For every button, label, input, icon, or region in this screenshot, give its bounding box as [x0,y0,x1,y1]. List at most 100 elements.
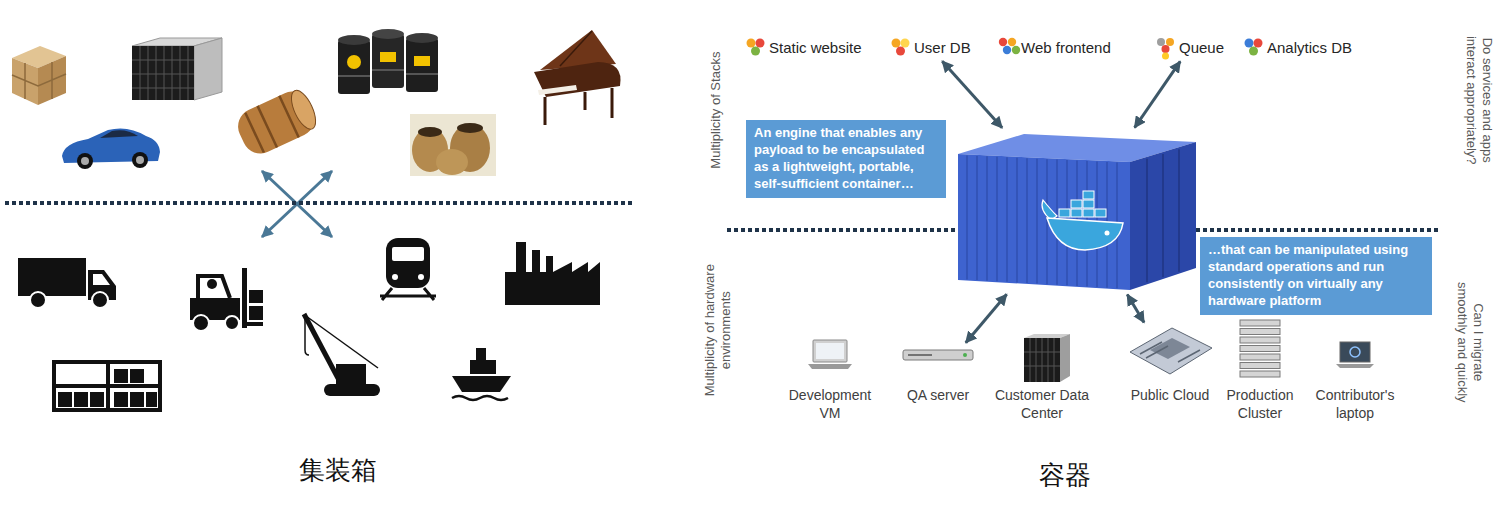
truck-icon [93,274,110,285]
axis-note: Can I migrate smoothly and quickly [1454,277,1487,407]
node-text: An engine that enables any payload to be… [754,125,938,193]
stack-icon [901,39,910,48]
cloud-board-icon [1150,338,1190,359]
cluster-icon [1240,354,1280,360]
stack-item: Web frontend [995,37,1113,59]
sacks-picture [418,127,442,137]
hardware-item: Customer Data Center [988,333,1096,424]
barrel-picture [232,86,320,160]
stack-item: Analytics DB [1241,37,1354,59]
forklift-icon [242,268,247,328]
hardware-item: QA server [897,345,979,406]
stack-icon [1249,47,1258,56]
ship-icon [470,360,496,374]
axis-note: Multiplicity of Stacks [708,35,724,185]
cluster-icon [1240,329,1280,335]
whale-cargo [1083,191,1094,199]
stack-icon [1157,38,1174,60]
stack-icon [1157,38,1165,46]
forklift-icon [190,268,263,331]
stack-icon [1254,39,1263,48]
hardware-item: Development VM [782,338,878,424]
stack-item: Static website [743,37,864,59]
oil-drums-picture [338,70,438,76]
container-ridge [996,157,998,281]
stack-icon [747,39,765,56]
container-door-bar [1178,149,1180,272]
stack-icon [1162,45,1170,53]
stack-icon [999,38,1020,54]
whale-cargo [1059,209,1070,217]
connector-arrow [966,294,1007,342]
laptop-icon [1340,342,1370,362]
server-chassis-picture [132,46,194,100]
oil-drums-picture [338,35,370,45]
container-ridge [1036,159,1038,284]
oil-drums-picture [406,33,438,43]
docker-container [955,130,1199,292]
whale-tail [1042,200,1057,220]
whale-cargo [1083,200,1094,208]
stack-icon [896,47,905,56]
oil-drums-picture [338,29,438,94]
data-center-icon [1024,334,1070,382]
barrel-picture [232,85,321,159]
container-rack-icon [114,369,128,383]
node-text: Queue [1179,39,1224,57]
cloud-board-icon [1140,342,1200,362]
truck-icon [92,292,108,308]
server-icon [963,353,967,357]
laptop-icon [1350,347,1360,357]
stack-icon [892,39,910,56]
caption: 集装箱 [299,453,377,488]
stack-item: User DB [888,37,973,59]
stack-icon [1245,39,1263,56]
whale-body [1047,218,1123,250]
container-rack-icon [52,360,162,412]
train-icon [392,247,424,261]
server-chassis-picture [132,46,194,100]
container-ridge [1026,158,1028,283]
server-icon [903,350,973,360]
laptop-icon [808,364,852,369]
server-icon [908,354,932,356]
container-rack-icon [130,392,144,407]
oil-drums-picture [372,34,404,88]
forklift-icon [193,315,209,331]
oil-drums-picture [347,55,361,69]
callout-box: An engine that enables any payload to be… [746,120,946,198]
stack-icon [1012,46,1020,54]
container-ridge [986,156,988,280]
container-ridge [1016,158,1018,283]
container-door-bar [1146,159,1148,282]
piano-picture [560,31,592,66]
car-picture [100,130,138,138]
node-text: Web frontend [1021,39,1111,57]
container-ridge [966,155,968,279]
piano-picture [538,85,577,95]
car-picture [77,153,93,169]
ship-icon [476,348,486,360]
dotted-divider [5,203,1440,230]
cluster-icon [1240,320,1280,377]
container-outline [955,130,1199,292]
whale-cargo [1095,209,1106,217]
stack-icon [756,39,765,48]
ship-icon [452,376,511,392]
stack-icon [1245,39,1254,48]
server-chassis-picture [194,38,222,100]
node-text: QA server [897,386,979,404]
node-text: Public Cloud [1118,386,1222,404]
container-rack-icon [114,392,128,407]
barrel-picture [286,87,320,133]
stack-item: Queue [1153,37,1226,59]
container-side [958,154,1130,290]
data-center-icon [1024,338,1060,382]
crane-icon [304,314,340,382]
stack-icon [999,38,1007,46]
container-rack-icon [90,392,104,407]
node-text: …that can be manipulated using standard … [1208,242,1424,310]
connector-arrow [942,61,1002,128]
oil-drums-picture [380,52,396,62]
